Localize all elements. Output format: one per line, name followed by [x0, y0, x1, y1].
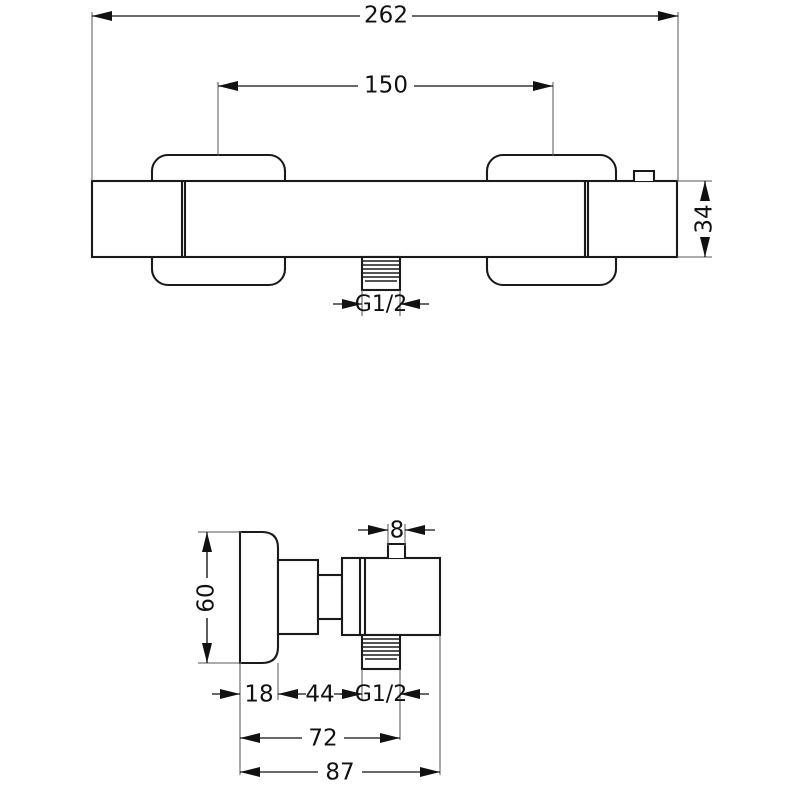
side-top-tab [386, 542, 407, 558]
arrow-60-top-icon [202, 532, 212, 552]
dim-label-g12-front: G1/2 [355, 292, 407, 317]
dim-label-150: 150 [364, 73, 408, 99]
body-top-tab [632, 169, 656, 181]
arrow-150-right-icon [533, 81, 553, 91]
dim-label-g12-side: G1/2 [355, 682, 407, 707]
mixer-body-outline [90, 179, 679, 259]
side-handle-knob [238, 530, 280, 665]
side-body-square [358, 556, 442, 637]
arrow-8-right-icon [405, 525, 425, 535]
side-neck [316, 573, 344, 621]
side-elevation-view: 60 8 18 44 [194, 518, 442, 786]
dim-label-8: 8 [390, 518, 405, 544]
dimension-60: 60 [194, 531, 242, 664]
arrow-g12f-right-icon [400, 299, 420, 309]
front-elevation-view: 262 150 34 [90, 3, 718, 317]
dimension-262: 262 [91, 3, 679, 181]
side-outlet-thread-body [360, 633, 402, 671]
dim-label-60: 60 [194, 583, 220, 612]
dim-label-87: 87 [325, 760, 354, 786]
dimension-150: 150 [217, 73, 554, 156]
dim-label-44: 44 [305, 682, 334, 708]
arrow-g12s-left-icon [342, 689, 362, 699]
dimension-18: 18 [212, 682, 274, 708]
arrow-87-left-icon [240, 767, 260, 777]
dimension-34: 34 [677, 180, 718, 258]
dim-label-34: 34 [692, 204, 718, 233]
dimension-g12-front: G1/2 [333, 290, 429, 317]
arrow-34-top-icon [700, 181, 710, 201]
arrow-18-icon [220, 689, 240, 699]
arrow-34-bottom-icon [700, 237, 710, 257]
dimension-8: 8 [358, 518, 435, 546]
dimension-g12-side: G1/2 [340, 682, 429, 707]
arrow-262-right-icon [658, 11, 678, 21]
arrow-150-left-icon [218, 81, 238, 91]
side-step-block-1 [276, 558, 320, 636]
dimension-87: 87 [240, 760, 440, 786]
dim-label-262: 262 [364, 3, 408, 29]
arrow-g12s-right-icon [400, 689, 420, 699]
arrow-g12f-left-icon [342, 299, 362, 309]
dimension-72: 72 [240, 726, 400, 752]
dim-label-72: 72 [308, 726, 337, 752]
front-outlet-thread-lines [363, 260, 399, 282]
arrow-262-left-icon [92, 11, 112, 21]
arrow-87-right-icon [420, 767, 440, 777]
arrow-72-left-icon [240, 733, 260, 743]
arrow-8-left-icon [368, 525, 388, 535]
arrow-72-right-icon [380, 733, 400, 743]
side-outlet-thread-lines [363, 638, 399, 660]
arrow-60-bottom-icon [202, 643, 212, 663]
arrow-44-left-icon [278, 689, 298, 699]
dim-label-18: 18 [244, 682, 273, 708]
